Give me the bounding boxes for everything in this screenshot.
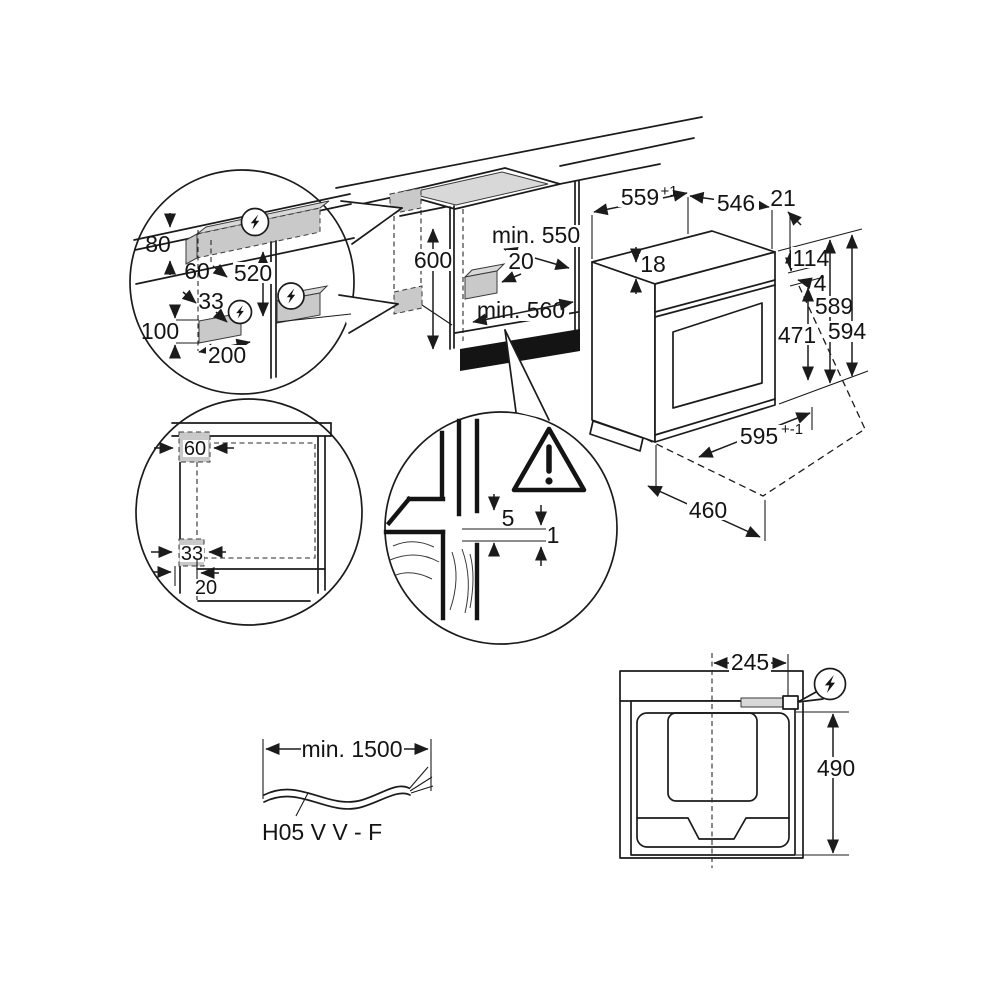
dim-label-80: 80	[145, 231, 171, 257]
lightning-icon	[250, 214, 260, 230]
power-cable: min. 1500 H05 V V - F	[262, 736, 434, 845]
dim-label-5: 5	[502, 505, 515, 531]
connection-box	[782, 695, 799, 710]
electrical-symbol-2	[277, 282, 305, 310]
kitchen-scene: 600 min. 550 20 min. 560	[335, 116, 703, 371]
detail-connection-zones: 80 60 520 33 100 200	[129, 169, 403, 395]
dim-label-490: 490	[817, 755, 855, 781]
oven-isometric: 559 +1 546 21 18 114 4 471 589 594	[589, 183, 869, 541]
lightning-icon	[286, 288, 296, 304]
detail-front-view: 60 33 20	[135, 398, 363, 626]
built-in-zone	[196, 442, 316, 559]
dim-label-4: 4	[814, 270, 827, 296]
dim-label-21: 21	[770, 185, 796, 211]
dim-label-200: 200	[208, 342, 246, 368]
dim-label-460: 460	[689, 497, 727, 523]
dim-label-595-tol: +-1	[781, 421, 803, 438]
dim-label-fv60: 60	[184, 438, 206, 460]
oven-door-window	[672, 302, 763, 409]
junction-box	[463, 263, 506, 300]
lightning-icon	[236, 305, 244, 319]
wall-line	[335, 116, 703, 189]
dim-label-min1500: min. 1500	[301, 736, 402, 762]
control-panel-line	[654, 279, 776, 313]
dim-label-546: 546	[717, 190, 755, 216]
dim-label-60: 60	[184, 258, 210, 284]
dim-label-114: 114	[793, 245, 830, 271]
electrical-symbol-3	[227, 299, 253, 325]
dim-label-595: 595	[740, 423, 778, 449]
counter-top-edge-right	[559, 137, 695, 167]
dim-label-520: 520	[234, 260, 272, 286]
dim-label-18: 18	[640, 251, 666, 277]
dim-560-arrow	[472, 298, 574, 326]
dim-label-600: 600	[414, 247, 452, 273]
electrical-symbol-1	[240, 207, 270, 237]
dim-label-20: 20	[508, 248, 534, 274]
oven-body-top	[630, 700, 796, 856]
hob-glass	[407, 171, 549, 206]
hob-cutout	[397, 167, 561, 210]
dim-label-1: 1	[547, 522, 560, 548]
dim-label-471: 471	[778, 322, 816, 348]
dim-label-fv20: 20	[195, 577, 217, 599]
oven-side-face	[591, 261, 656, 443]
dim-label-245: 245	[731, 649, 769, 675]
detail-circle	[135, 398, 363, 626]
detail-plinth-gap: 5 1	[383, 329, 618, 645]
detail-top-view: 245 490	[619, 649, 857, 868]
dim-label-33: 33	[198, 288, 224, 314]
dim-label-100: 100	[141, 318, 179, 344]
dim-label-fv33: 33	[181, 543, 203, 565]
cable-type-label: H05 V V - F	[262, 819, 382, 845]
plinth-band	[460, 329, 580, 371]
dim-label-559: 559	[621, 184, 659, 210]
dim-label-594: 594	[828, 318, 867, 344]
dim-label-min550: min. 550	[492, 222, 580, 248]
cable-curve	[263, 785, 410, 803]
warning-symbol	[511, 426, 587, 493]
dim-label-559-tol: +1	[660, 183, 677, 200]
door-handle-profile	[636, 817, 790, 840]
dim-label-589: 589	[815, 293, 853, 319]
connection-strip	[740, 697, 784, 708]
lightning-icon	[824, 675, 835, 693]
electrical-symbol-4	[797, 667, 847, 703]
oven-foot	[589, 420, 644, 452]
